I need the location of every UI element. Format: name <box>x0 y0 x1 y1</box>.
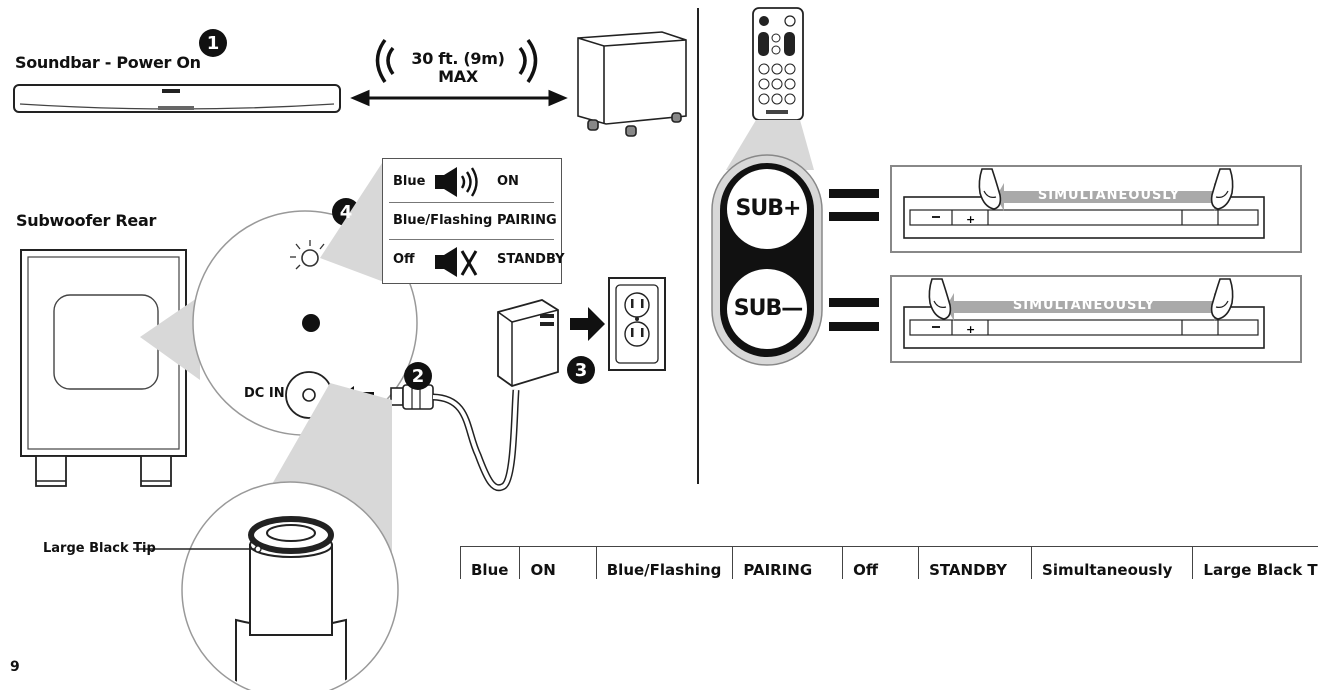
simultaneously-label-top: SIMULTANEOUSLY <box>1037 188 1181 203</box>
step-2-bullet <box>404 362 432 390</box>
wall-outlet <box>608 277 666 371</box>
step-4-number: 4 <box>339 202 353 223</box>
dc-in-label: DC IN <box>244 386 285 401</box>
speaker-muted-icon <box>435 247 478 277</box>
led-status-callout: Blue ON Blue/Flashing PAIRING Off STANDB… <box>382 158 565 284</box>
plug-arrow <box>570 307 605 341</box>
status-row-2-color: Blue/Flashing <box>393 213 493 228</box>
step-2-number: 2 <box>411 366 425 387</box>
table-cell: Blue <box>459 546 520 579</box>
table-cell: STANDBY <box>918 546 1032 579</box>
status-row-1-state: ON <box>497 174 519 189</box>
subwoofer-rear-illustration <box>20 249 187 487</box>
soundbar-label: Soundbar - Power On <box>15 53 201 72</box>
wireless-range-arrow <box>350 38 568 107</box>
table-cell: Off <box>842 546 919 579</box>
table-cell: Simultaneously <box>1031 546 1193 579</box>
magnified-tip <box>133 481 399 690</box>
step-1-number: 1 <box>206 33 220 54</box>
subwoofer-illustration <box>577 31 687 137</box>
distance-line1: 30 ft. (9m) <box>411 49 505 68</box>
terms-table: Blue ON Blue/Flashing PAIRING Off STANDB… <box>459 546 1318 579</box>
sub-button-capsule <box>711 154 823 366</box>
step-1-bullet <box>199 29 227 57</box>
soundbar-illustration <box>13 84 341 113</box>
status-row-1-color: Blue <box>393 174 426 189</box>
dc-plug-cable <box>340 299 559 491</box>
table-cell: Large Black Tip <box>1192 546 1318 579</box>
step-3-bullet <box>567 356 595 384</box>
distance-line2: MAX <box>438 67 478 86</box>
page-number: 9 <box>10 659 20 675</box>
svg-text:+: + <box>966 323 975 336</box>
table-cell: ON <box>519 546 597 579</box>
table-cell: Blue/Flashing <box>595 546 733 579</box>
equals-sign-top <box>829 189 879 221</box>
soundbar-top-buttons-plus: + <box>903 168 1265 239</box>
callout-separator <box>389 202 554 203</box>
zoom-beam-rear <box>140 296 200 380</box>
table-cell: PAIRING <box>732 546 843 579</box>
remote-control <box>752 7 804 121</box>
step-3-number: 3 <box>574 360 588 381</box>
sub-plus-button-label: SUB+ <box>735 196 802 221</box>
simultaneously-label-bottom: SIMULTANEOUSLY <box>1012 298 1156 313</box>
distance-label: 30 ft. (9m) MAX <box>404 50 512 86</box>
subwoofer-rear-label: Subwoofer Rear <box>16 211 157 230</box>
svg-text:+: + <box>966 213 975 226</box>
speaker-on-icon <box>435 167 478 197</box>
zoom-beam-status <box>320 160 384 282</box>
large-black-tip-label: Large Black Tip <box>43 541 156 556</box>
sub-plus-press-panel: + SIMULTANEOUSLY <box>890 165 1302 253</box>
status-row-3-state: STANDBY <box>497 252 565 267</box>
callout-separator <box>389 239 554 240</box>
table-row: Blue ON Blue/Flashing PAIRING Off STANDB… <box>459 546 1318 579</box>
sub-minus-button-label: SUB— <box>733 296 803 321</box>
soundbar-top-buttons-minus: + <box>903 278 1265 349</box>
equals-sign-bottom <box>829 298 879 331</box>
status-row-3-color: Off <box>393 252 415 267</box>
status-row-2-state: PAIRING <box>497 213 557 228</box>
sub-minus-press-panel: + SIMULTANEOUSLY <box>890 275 1302 363</box>
